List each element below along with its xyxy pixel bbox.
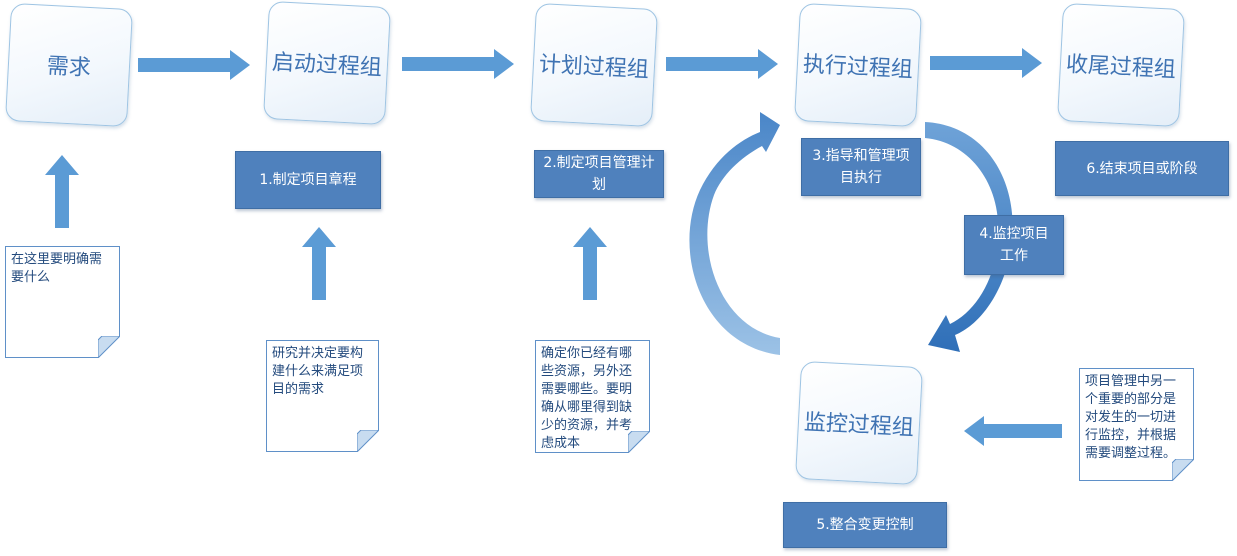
- step-2-box: 2.制定项目管理计划: [534, 150, 664, 198]
- note-4: 项目管理中另一个重要的部分是对发生的一切进行监控，并根据需要调整过程。: [1079, 368, 1194, 481]
- step-5-label: 5.整合变更控制: [816, 517, 914, 533]
- card-closing: 收尾过程组: [1056, 2, 1186, 128]
- step-1-label: 1.制定项目章程: [259, 172, 357, 188]
- note-2: 研究并决定要构建什么来满足项目的需求: [266, 340, 379, 452]
- curve-arrow-down: [925, 122, 1013, 352]
- card-planning-label: 计划过程组: [538, 52, 650, 83]
- card-requirement-label: 需求: [46, 53, 92, 82]
- arrow-up-1: [45, 155, 79, 228]
- step-4-label: 4.监控项目工作: [979, 226, 1049, 264]
- arrow-up-2: [302, 227, 336, 300]
- step-3-label: 3.指导和管理项目执行: [812, 148, 910, 186]
- note-1: 在这里要明确需要什么: [5, 246, 120, 358]
- card-requirement: 需求: [4, 2, 134, 128]
- step-3-box: 3.指导和管理项目执行: [801, 138, 921, 196]
- note-3-text: 确定你已经有哪些资源，另外还需要哪些。要明确从哪里得到缺少的资源，并考虑成本: [541, 346, 633, 451]
- page-fold-icon: [628, 431, 650, 453]
- note-1-text: 在这里要明确需要什么: [11, 252, 103, 285]
- card-initiating-label: 启动过程组: [271, 50, 383, 81]
- card-initiating: 启动过程组: [262, 0, 392, 126]
- step-1-box: 1.制定项目章程: [235, 151, 381, 209]
- arrow-right-1: [138, 50, 250, 80]
- step-4-box: 4.监控项目工作: [964, 215, 1064, 275]
- step-5-box: 5.整合变更控制: [783, 502, 947, 548]
- arrow-up-3: [573, 227, 607, 300]
- note-4-text: 项目管理中另一个重要的部分是对发生的一切进行监控，并根据需要调整过程。: [1085, 374, 1177, 461]
- step-6-box: 6.结束项目或阶段: [1055, 141, 1229, 196]
- card-monitoring-label: 监控过程组: [803, 410, 915, 441]
- arrow-right-4: [930, 48, 1042, 78]
- card-executing: 执行过程组: [793, 2, 923, 128]
- page-fold-icon: [1172, 459, 1194, 481]
- page-fold-icon: [98, 336, 120, 358]
- note-3: 确定你已经有哪些资源，另外还需要哪些。要明确从哪里得到缺少的资源，并考虑成本: [535, 340, 650, 453]
- step-2-label: 2.制定项目管理计划: [543, 155, 655, 193]
- arrow-right-2: [402, 49, 514, 79]
- arrow-right-3: [666, 49, 778, 79]
- step-6-label: 6.结束项目或阶段: [1086, 160, 1198, 177]
- card-executing-label: 执行过程组: [802, 52, 914, 83]
- card-planning: 计划过程组: [529, 2, 659, 128]
- note-2-text: 研究并决定要构建什么来满足项目的需求: [272, 346, 364, 397]
- arrow-left-monitor: [964, 416, 1062, 446]
- card-closing-label: 收尾过程组: [1065, 52, 1177, 83]
- card-monitoring: 监控过程组: [794, 360, 924, 486]
- curve-arrow-up: [689, 112, 780, 355]
- page-fold-icon: [357, 430, 379, 452]
